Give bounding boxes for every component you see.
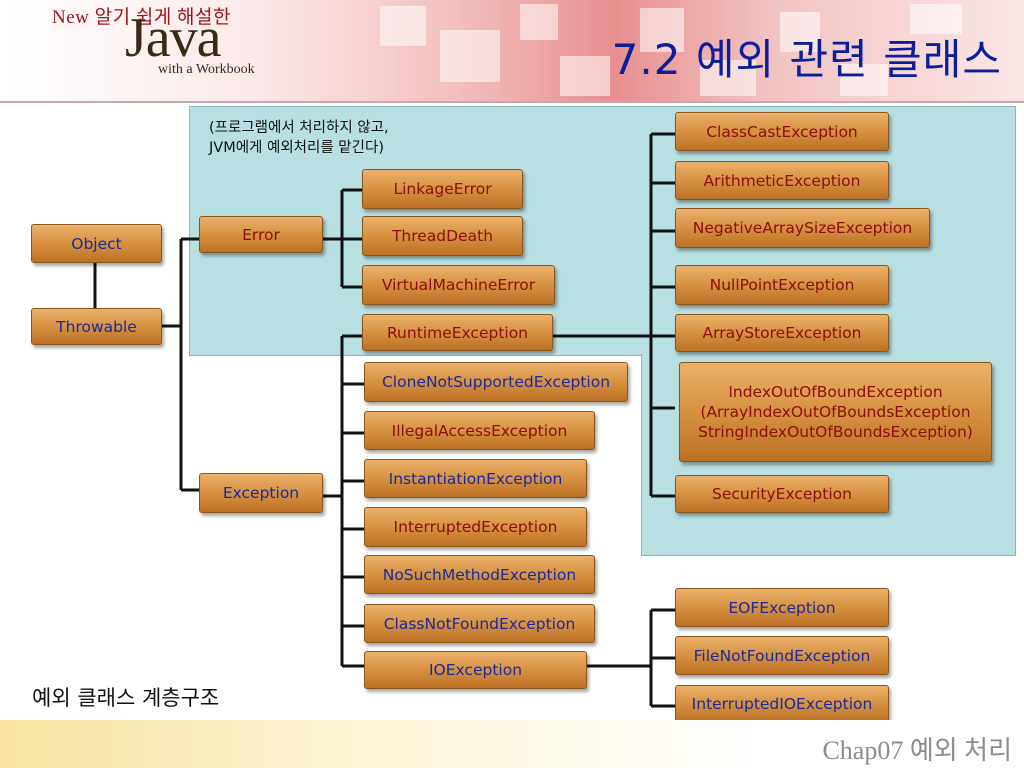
runtime-exception-node: RuntimeException (362, 314, 553, 351)
clone-not-supported-node: CloneNotSupportedException (364, 362, 628, 402)
array-store-node: ArrayStoreException (675, 314, 889, 352)
slide-header: New 알기 쉽게 해설한 Java with a Workbook 7.2 예… (0, 0, 1024, 102)
linkage-error-node: LinkageError (362, 169, 523, 209)
illegal-access-node: IllegalAccessException (364, 411, 595, 450)
error-node: Error (199, 216, 323, 253)
jvm-note: (프로그램에서 처리하지 않고, JVM에게 예외처리를 맡긴다) (209, 120, 389, 156)
class-not-found-node: ClassNotFoundException (364, 604, 595, 643)
logo-java-text: Java (125, 7, 222, 69)
throwable-node: Throwable (31, 308, 162, 345)
security-node: SecurityException (675, 475, 889, 513)
arithmetic-node: ArithmeticException (675, 161, 889, 200)
hierarchy-caption: 예외 클래스 계층구조 (32, 686, 220, 710)
logo-subtitle: with a Workbook (158, 62, 255, 77)
class-cast-node: ClassCastException (675, 112, 889, 151)
index-out-of-bound-node: IndexOutOfBoundException (ArrayIndexOutO… (679, 362, 992, 462)
null-point-node: NullPointException (675, 265, 889, 305)
no-such-method-node: NoSuchMethodException (364, 555, 595, 594)
logo-new-text: New 알기 쉽게 해설한 (52, 7, 231, 28)
object-node: Object (31, 224, 162, 263)
header-divider (0, 101, 1024, 103)
chapter-label: Chap07 예외 처리 (822, 736, 1012, 765)
slide-footer (0, 720, 1024, 768)
interrupted-node: InterruptedException (364, 507, 587, 547)
file-not-found-node: FileNotFoundException (675, 636, 889, 675)
io-exception-node: IOException (364, 651, 587, 689)
instantiation-node: InstantiationException (364, 459, 587, 498)
slide-title: 7.2 예외 관련 클래스 (611, 35, 1002, 84)
virtual-machine-error-node: VirtualMachineError (362, 265, 555, 305)
thread-death-node: ThreadDeath (362, 216, 523, 256)
interrupted-io-node: InterruptedIOException (675, 685, 889, 723)
eof-node: EOFException (675, 588, 889, 627)
negative-array-size-node: NegativeArraySizeException (675, 208, 930, 248)
exception-node: Exception (199, 473, 323, 513)
